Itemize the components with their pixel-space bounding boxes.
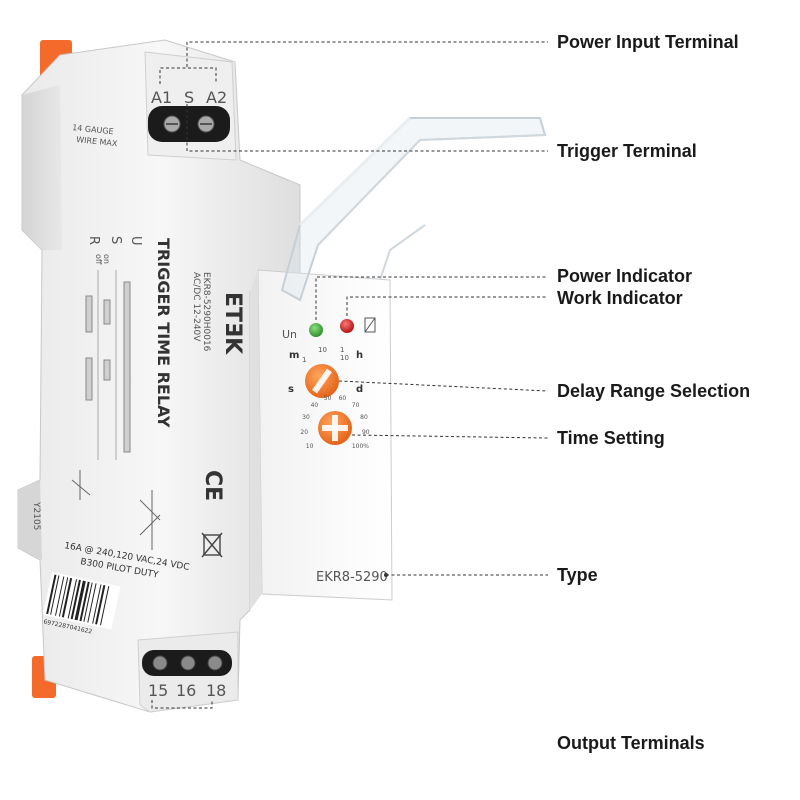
- range-value-10a: 10: [318, 346, 327, 354]
- product-name-text: TRIGGER TIME RELAY: [154, 238, 173, 428]
- delay-range-knob[interactable]: [305, 364, 339, 398]
- leader-trigger: [186, 104, 548, 152]
- timing-diagram: [85, 270, 131, 460]
- time-scale-label: 40: [311, 402, 319, 409]
- power-indicator-led: [309, 323, 323, 337]
- off-label: off: [94, 254, 103, 265]
- barcode-bar: [92, 584, 102, 624]
- range-value-1b: 1: [340, 346, 344, 354]
- time-scale-label: 10: [306, 443, 314, 450]
- range-value-1a: 1: [302, 356, 306, 364]
- barcode-bar: [55, 576, 65, 616]
- screw-15-icon: [152, 655, 168, 671]
- screw-16-icon: [180, 655, 196, 671]
- leader-power-input-b: [159, 67, 217, 84]
- terminal-slot-top: [148, 106, 230, 142]
- time-scale-label: 100%: [352, 443, 369, 450]
- weee-bin-icon: [201, 532, 223, 558]
- terminal-a1-label: A1: [151, 88, 172, 107]
- range-letter-d: d: [356, 384, 363, 395]
- brand-text: ETƎK: [220, 292, 245, 355]
- model-code-text: EKR8-5290H0016: [201, 272, 211, 352]
- callout-trigger: Trigger Terminal: [557, 141, 697, 161]
- time-scale-label: 80: [360, 414, 368, 421]
- time-scale-label: 70: [352, 402, 360, 409]
- barcode: 6972287041622: [43, 572, 121, 636]
- terminal-16-label: 16: [176, 681, 196, 700]
- terminal-18-label: 18: [206, 681, 226, 700]
- model-face-text: EKR8-5290: [316, 570, 388, 585]
- timing-label-u: U: [128, 236, 143, 246]
- side-print: TRIGGER TIME RELAY ETƎK EKR8-5290H0016 A…: [31, 236, 245, 636]
- leader-power-input: [159, 41, 548, 84]
- screw-18-icon: [207, 655, 223, 671]
- barcode-bar: [74, 580, 86, 621]
- voltage-text: AC/DC 12-240V: [191, 272, 201, 342]
- timing-label-s: S: [108, 236, 123, 244]
- wire-gauge-text: 14 GAUGE: [72, 123, 114, 136]
- range-letter-h: h: [356, 350, 363, 361]
- relay-coil-icon: [364, 317, 376, 333]
- date-code-text: Y2105: [31, 501, 41, 530]
- barcode-bar: [58, 577, 69, 617]
- leader-work-indicator: [346, 296, 548, 316]
- front-face-edge: [250, 270, 262, 610]
- delay-range-dial: m h s d 1 10 10 1: [288, 346, 363, 395]
- barcode-bar: [70, 579, 81, 620]
- terminal-a2-label: A2: [206, 88, 227, 107]
- time-scale-label: 30: [302, 414, 310, 421]
- un-label: Un: [282, 328, 297, 341]
- callout-power-indicator: Power Indicator: [557, 266, 692, 286]
- barcode-bar: [95, 584, 106, 625]
- callout-type: Type: [557, 565, 598, 585]
- leader-delay-range: [338, 380, 549, 392]
- transparent-cover[interactable]: [280, 116, 547, 302]
- barcode-bar: [79, 581, 90, 622]
- barcode-bar: [83, 582, 93, 622]
- range-letter-s: s: [288, 384, 294, 395]
- callout-delay-range: Delay Range Selection: [557, 381, 750, 401]
- terminal-s-label: S: [184, 88, 194, 107]
- leader-output: [151, 700, 213, 709]
- callout-work-indicator: Work Indicator: [557, 288, 683, 308]
- work-indicator-led: [340, 319, 354, 333]
- range-value-10b: 10: [340, 354, 349, 362]
- time-setting-knob[interactable]: [318, 411, 352, 445]
- barcode-bar: [46, 574, 57, 615]
- barcode-bar: [87, 583, 97, 623]
- housing-side: [22, 85, 62, 250]
- wire-max-text: WIRE MAX: [76, 135, 119, 148]
- on-label: on: [102, 254, 111, 264]
- barcode-bar: [100, 586, 110, 626]
- leader-lines: [151, 41, 549, 709]
- callout-output: Output Terminals: [557, 733, 705, 753]
- time-scale-label: 20: [300, 429, 308, 436]
- time-scale-label: 90: [362, 429, 370, 436]
- time-scale-label: 60: [339, 395, 347, 402]
- housing-side-lower: [18, 480, 42, 560]
- barcode-bar: [67, 579, 78, 619]
- wiring-schematic: [71, 470, 161, 550]
- barcode-bar: [61, 577, 73, 618]
- callout-time-setting: Time Setting: [557, 428, 665, 448]
- barcode-bar: [50, 575, 60, 615]
- ce-mark: CE: [200, 470, 225, 501]
- timing-label-r: R: [86, 236, 101, 245]
- range-letter-m: m: [289, 350, 299, 361]
- callout-power-input: Power Input Terminal: [557, 32, 739, 52]
- terminal-15-label: 15: [148, 681, 168, 700]
- time-scale-label: 50: [324, 395, 332, 402]
